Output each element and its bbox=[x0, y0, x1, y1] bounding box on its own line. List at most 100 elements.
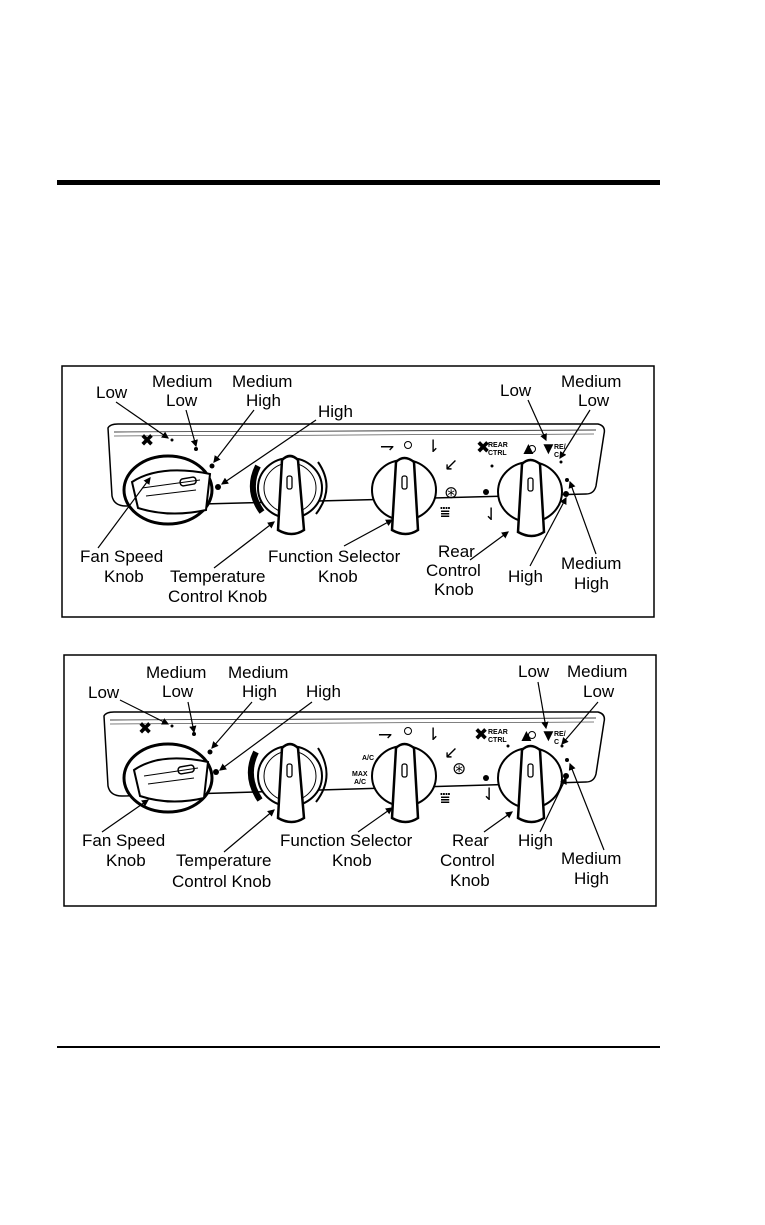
fan-low-dot bbox=[170, 438, 174, 442]
bottom-rule bbox=[57, 1046, 660, 1048]
d1-rear-medium-high-label-1: Medium bbox=[561, 554, 621, 573]
rear-ctrl-label-2-line1: REAR bbox=[488, 729, 508, 736]
bilevel-icon-2: ⇂ bbox=[426, 725, 440, 744]
d1-leader-lines bbox=[97, 399, 597, 569]
rear-control-knob[interactable]: ✖ REAR CTRL ▲ ▼ RE/ C ⇃ bbox=[476, 438, 569, 538]
d2-function-selector-knob-label-1: Function Selector bbox=[280, 831, 413, 850]
d2-fan-low-label: Low bbox=[88, 683, 120, 702]
d1-rear-low-label: Low bbox=[500, 381, 532, 400]
control-panel-outline-2 bbox=[103, 711, 606, 797]
bilevel-icon: ⇂ bbox=[426, 437, 440, 456]
ac-label: A/C bbox=[362, 755, 374, 762]
d1-function-selector-knob-label-2: Knob bbox=[318, 567, 358, 586]
d1-fan-speed-knob-label-1: Fan Speed bbox=[80, 547, 163, 566]
d1-rear-medium-low-label-1: Medium bbox=[561, 372, 621, 391]
d2-leader-lines bbox=[101, 681, 605, 853]
off-icon-2 bbox=[404, 727, 412, 735]
fan-medium-high-dot bbox=[209, 463, 215, 469]
d1-fan-medium-high-label-1: Medium bbox=[232, 372, 292, 391]
defrost-icon-2: ⩸ bbox=[440, 789, 450, 808]
d2-rear-high-label: High bbox=[518, 831, 553, 850]
d1-rear-control-knob-label-3: Knob bbox=[434, 580, 474, 599]
rear-partial-label-2-line1: RE/ bbox=[554, 731, 566, 738]
d1-fan-low-label: Low bbox=[96, 383, 128, 402]
d2-rear-low-label: Low bbox=[518, 662, 550, 681]
d2-rear-control-knob-label-1: Rear bbox=[452, 831, 489, 850]
d2-temperature-control-knob-label-2: Control Knob bbox=[172, 872, 271, 891]
d1-temperature-control-knob-label-2: Control Knob bbox=[168, 587, 267, 606]
d1-fan-speed-knob-label-2: Knob bbox=[104, 567, 144, 586]
rear-ctrl-label-2-line2: CTRL bbox=[488, 737, 507, 744]
d2-rear-medium-high-label-2: High bbox=[574, 869, 609, 888]
fan-speed-knob[interactable] bbox=[122, 454, 214, 526]
d1-fan-medium-low-label-2: Low bbox=[166, 391, 198, 410]
d2-fan-medium-high-label-2: High bbox=[242, 682, 277, 701]
fan-icon-2: ✖ bbox=[138, 719, 152, 738]
d1-rear-high-label: High bbox=[508, 567, 543, 586]
fan-medium-low-dot bbox=[194, 447, 198, 451]
top-rule bbox=[57, 180, 660, 185]
rear-off-icon-2 bbox=[528, 731, 536, 739]
floor-icon-2: ↙ bbox=[444, 743, 458, 762]
temperature-control-knob-2[interactable] bbox=[247, 742, 328, 824]
d2-fan-medium-low-label-1: Medium bbox=[146, 663, 206, 682]
temp-down-icon-2: ▼ bbox=[540, 726, 557, 745]
d1-rear-medium-high-label-2: High bbox=[574, 574, 609, 593]
d1-fan-high-label: High bbox=[318, 402, 353, 421]
d1-rear-medium-low-label-2: Low bbox=[578, 391, 610, 410]
rear-low-dot bbox=[559, 460, 563, 464]
d2-fan-speed-knob-label-2: Knob bbox=[106, 851, 146, 870]
temp-down-icon: ▼ bbox=[540, 439, 557, 458]
d1-rear-control-knob-label-1: Rear bbox=[438, 542, 475, 561]
rear-medium-low-dot bbox=[565, 478, 569, 482]
temp-up-icon-2: ▲ bbox=[518, 726, 535, 745]
d1-temperature-control-knob-label-1: Temperature bbox=[170, 567, 265, 586]
control-panel-outline bbox=[107, 423, 606, 507]
max-ac-label-2: A/C bbox=[354, 779, 366, 786]
rear-partial-label-line2: C bbox=[554, 452, 559, 459]
d2-rear-medium-high-label-1: Medium bbox=[561, 849, 621, 868]
panel-vent-icon: ⇁ bbox=[380, 437, 394, 456]
d2-function-selector-knob-label-2: Knob bbox=[332, 851, 372, 870]
d2-fan-medium-high-label-1: Medium bbox=[228, 663, 288, 682]
defrost-floor-icon: ⊛ bbox=[444, 483, 458, 502]
defrost-floor-icon-2: ⊛ bbox=[452, 759, 466, 778]
d2-rear-control-knob-label-2: Control bbox=[440, 851, 495, 870]
diagram-1: ✖ ⇁ ⇂ ↙ ⊛ ⩸ ✖ REAR bbox=[61, 365, 655, 618]
rear-partial-label-2-line2: C bbox=[554, 739, 559, 746]
function-selector-knob-2[interactable]: ⇁ A/C MAX A/C ⇂ ↙ ⊛ ⩸ bbox=[352, 725, 466, 824]
d2-rear-medium-low-label-2: Low bbox=[583, 682, 615, 701]
diagram-2-frame bbox=[63, 654, 657, 907]
panel-vent-icon-2: ⇁ bbox=[378, 725, 392, 744]
fan-speed-knob-2[interactable] bbox=[122, 742, 214, 814]
rear-high-dot bbox=[563, 491, 569, 497]
d2-fan-high-label: High bbox=[306, 682, 341, 701]
rear-off-icon bbox=[528, 445, 536, 453]
d2-fan-medium-low-label-2: Low bbox=[162, 682, 194, 701]
rear-partial-label-line1: RE/ bbox=[554, 444, 566, 451]
defrost-icon: ⩸ bbox=[440, 503, 450, 522]
rear-ctrl-label-line1: REAR bbox=[488, 442, 508, 449]
rear-floor-icon: ⇃ bbox=[484, 505, 498, 524]
rear-fan-icon: ✖ bbox=[476, 438, 490, 457]
d2-fan-speed-knob-label-1: Fan Speed bbox=[82, 831, 165, 850]
rear-floor-icon-2: ⇃ bbox=[482, 785, 496, 804]
d1-fan-medium-high-label-2: High bbox=[246, 391, 281, 410]
rear-fan-icon-2: ✖ bbox=[474, 725, 488, 744]
diagram-1-frame bbox=[61, 365, 655, 618]
rear-ctrl-label-line2: CTRL bbox=[488, 450, 507, 457]
d2-rear-medium-low-label-1: Medium bbox=[567, 662, 627, 681]
rear-control-knob-2[interactable]: ✖ REAR CTRL ▲ ▼ RE/ C ⇃ bbox=[474, 725, 569, 824]
d1-function-selector-knob-label-1: Function Selector bbox=[268, 547, 401, 566]
d1-fan-medium-low-label-1: Medium bbox=[152, 372, 212, 391]
max-ac-label-1: MAX bbox=[352, 771, 368, 778]
diagram-2: ✖ ⇁ A/C MAX A/C ⇂ ↙ ⊛ ⩸ ✖ bbox=[63, 654, 657, 907]
function-selector-knob[interactable]: ⇁ ⇂ ↙ ⊛ ⩸ bbox=[371, 437, 458, 536]
d2-temperature-control-knob-label-1: Temperature bbox=[176, 851, 271, 870]
d2-rear-control-knob-label-3: Knob bbox=[450, 871, 490, 890]
fan-high-dot bbox=[215, 484, 221, 490]
off-icon bbox=[404, 441, 412, 449]
temperature-control-knob[interactable] bbox=[249, 454, 328, 536]
d1-rear-control-knob-label-2: Control bbox=[426, 561, 481, 580]
